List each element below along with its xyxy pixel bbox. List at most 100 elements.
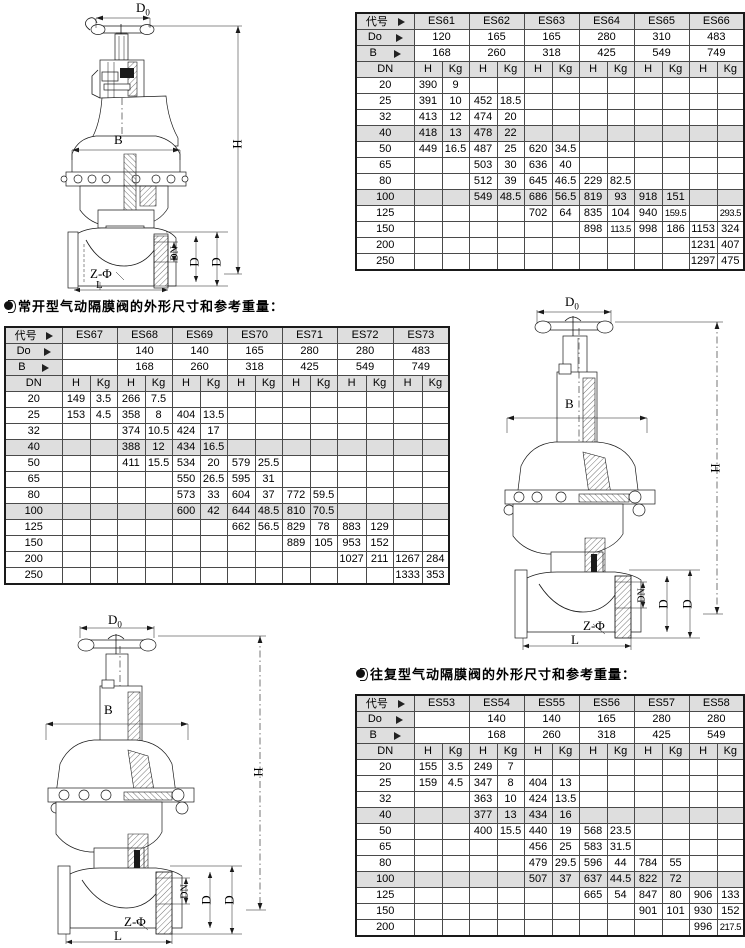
- model-header: ES70: [226, 326, 283, 344]
- table3-row-do: Do 140 140 165 280 280: [355, 711, 745, 728]
- cell-kg: [716, 855, 745, 872]
- col-header-h: H: [281, 375, 311, 392]
- cell-kg: 13: [496, 807, 525, 824]
- do-value: 280: [633, 711, 690, 728]
- cell-h: 662: [226, 519, 256, 536]
- cell-h: [578, 237, 608, 254]
- cell-kg: [716, 125, 745, 142]
- cell-kg: 4.5: [441, 775, 470, 792]
- do-value: 165: [578, 711, 635, 728]
- cell-h: [688, 807, 718, 824]
- cell-h: [336, 503, 367, 520]
- cell-h: 503: [468, 157, 498, 174]
- cell-kg: [421, 535, 450, 552]
- cell-kg: [716, 823, 745, 840]
- cell-h: [171, 567, 201, 585]
- cell-kg: [309, 423, 338, 440]
- cell-kg: [254, 423, 283, 440]
- cell-kg: [144, 551, 173, 568]
- cell-dn: 200: [355, 237, 415, 254]
- cell-kg: 159.5: [661, 205, 690, 222]
- cell-h: 573: [171, 487, 201, 504]
- cell-h: [468, 887, 498, 904]
- cell-kg: [606, 157, 635, 174]
- cell-dn: 125: [355, 887, 415, 904]
- cell-kg: 46.5: [551, 173, 580, 190]
- cell-kg: [89, 535, 118, 552]
- cell-kg: [365, 455, 394, 472]
- cell-kg: [606, 109, 635, 126]
- cell-kg: [606, 125, 635, 142]
- cell-h: 645: [523, 173, 553, 190]
- cell-h: 249: [468, 759, 498, 776]
- cell-dn: 80: [4, 487, 63, 504]
- col-header-dn: DN: [355, 61, 415, 78]
- dim-label-h: H: [707, 463, 723, 473]
- cell-h: [281, 439, 311, 456]
- cell-kg: 16.5: [441, 141, 470, 158]
- cell-h: [578, 919, 608, 937]
- col-header-kg: Kg: [606, 61, 635, 78]
- cell-h: 810: [281, 503, 311, 520]
- cell-h: [336, 455, 367, 472]
- cell-kg: [421, 471, 450, 488]
- cell-h: 930: [688, 903, 718, 920]
- b-value: 260: [171, 359, 228, 376]
- cell-kg: 48.5: [496, 189, 525, 206]
- dim-label-d: D: [679, 599, 695, 609]
- cell-kg: [496, 887, 525, 904]
- model-header: ES66: [688, 12, 745, 30]
- heading-reciprocating: 往复型气动隔膜阀的外形尺寸和参考重量：: [356, 664, 636, 683]
- cell-kg: [496, 871, 525, 888]
- dim-label-dn: DN: [636, 588, 648, 603]
- heading-text: 往复型气动隔膜阀的外形尺寸和参考重量：: [370, 668, 637, 683]
- cell-kg: [441, 855, 470, 872]
- row-label-do: Do: [4, 343, 63, 360]
- cell-h: 155: [413, 759, 443, 776]
- cell-kg: 44.5: [606, 871, 635, 888]
- cell-kg: [551, 125, 580, 142]
- cell-h: [578, 253, 608, 271]
- cell-dn: 20: [355, 759, 415, 776]
- cell-kg: [441, 253, 470, 271]
- col-header-kg: Kg: [551, 61, 580, 78]
- cell-h: [578, 775, 608, 792]
- cell-kg: [421, 439, 450, 456]
- cell-kg: [441, 887, 470, 904]
- cell-kg: [441, 237, 470, 254]
- col-header-h: H: [523, 743, 553, 760]
- cell-kg: 31.5: [606, 839, 635, 856]
- cell-kg: [496, 237, 525, 254]
- cell-kg: 3.5: [89, 391, 118, 408]
- cell-h: 404: [523, 775, 553, 792]
- cell-kg: [716, 157, 745, 174]
- cell-kg: 152: [365, 535, 394, 552]
- cell-kg: 133: [716, 887, 745, 904]
- cell-dn: 100: [4, 503, 63, 520]
- dim-h: [615, 321, 723, 615]
- cell-h: 583: [578, 839, 608, 856]
- cell-kg: 48.5: [254, 503, 283, 520]
- cell-dn: 65: [4, 471, 63, 488]
- cell-h: [116, 471, 146, 488]
- cell-h: [523, 109, 553, 126]
- cell-h: [281, 567, 311, 585]
- cell-h: [468, 205, 498, 222]
- cell-kg: 407: [716, 237, 745, 254]
- triangle-marker-icon: [395, 715, 403, 724]
- cell-h: [633, 173, 663, 190]
- cell-h: 159: [413, 775, 443, 792]
- col-header-kg: Kg: [89, 375, 118, 392]
- cell-h: [523, 903, 553, 920]
- cell-kg: 55: [661, 855, 690, 872]
- handwheel-group: [534, 316, 614, 338]
- cell-h: [116, 487, 146, 504]
